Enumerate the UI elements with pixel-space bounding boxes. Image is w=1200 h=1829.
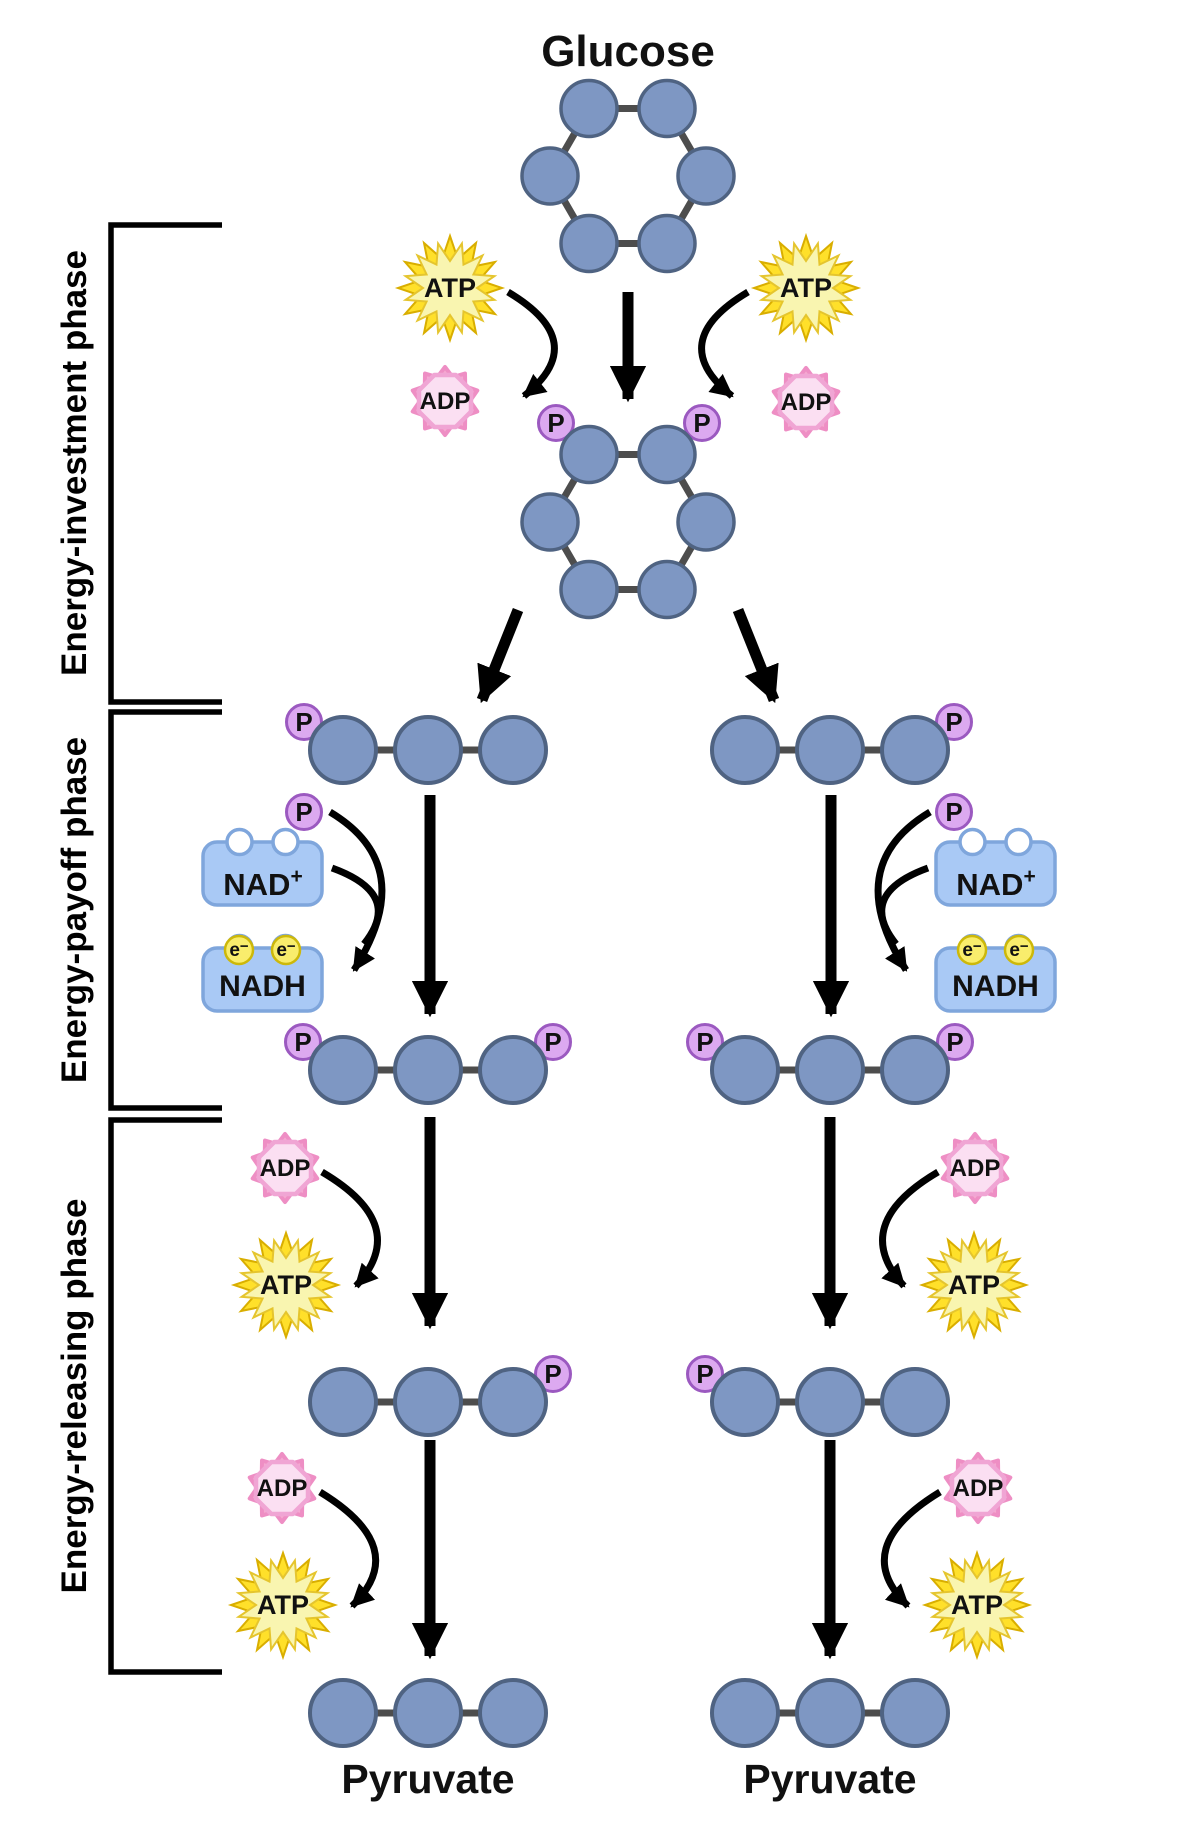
pyruvate-label: Pyruvate <box>341 1756 514 1802</box>
nad-to-nadh-arrow <box>330 864 382 947</box>
phosphate-label: P <box>696 1027 713 1057</box>
releasing-left: ADP ATP P ADP ATP Pyruvate <box>230 1117 572 1802</box>
phosphate-label: P <box>294 1027 311 1057</box>
adp-label: ADP <box>953 1475 1004 1502</box>
pyruvate-label: Pyruvate <box>743 1756 916 1802</box>
adp-to-atp-arrow <box>318 1489 380 1609</box>
atp-label: ATP <box>424 273 476 303</box>
adp-label: ADP <box>260 1155 311 1182</box>
atp-to-adp-arrow <box>506 288 558 399</box>
releasing-right: ADP ATP P ADP ATP Pyruvate <box>686 1117 1030 1802</box>
releasing-bracket <box>108 1117 222 1675</box>
adp-label: ADP <box>257 1475 308 1502</box>
phosphate-label: P <box>295 797 312 827</box>
nadh-label: NADH <box>952 970 1039 1003</box>
releasing-phase-label: Energy-releasing phase <box>55 1199 94 1594</box>
phosphoglycerate-molecule <box>310 1369 546 1435</box>
adp-to-atp-arrow <box>320 1168 381 1289</box>
phosphate-label: P <box>945 707 962 737</box>
payoff-bracket <box>108 709 222 1111</box>
payoff-phase-label: Energy-payoff phase <box>55 737 94 1083</box>
fructose-bisphosphate-ring <box>522 427 734 618</box>
phase-brackets: Energy-investment phase Energy-payoff ph… <box>55 222 222 1675</box>
glucose-ring <box>522 81 734 272</box>
investment-section: ATP ATP ADP ADP P P <box>397 235 859 704</box>
atp-to-adp-arrow <box>698 288 750 399</box>
split-arrow-left <box>476 607 524 704</box>
adp-label: ADP <box>420 388 471 415</box>
phosphate-label: P <box>544 1027 561 1057</box>
phosphate-to-nadh-arrow <box>328 808 386 972</box>
electron-label: e− <box>229 938 249 961</box>
adp-label: ADP <box>950 1155 1001 1182</box>
phosphate-label: P <box>295 707 312 737</box>
electron-label: e− <box>276 938 296 961</box>
atp-label: ATP <box>260 1270 312 1300</box>
glucose-section: Glucose <box>522 27 734 272</box>
nadh-label: NADH <box>219 970 306 1003</box>
bisphosphoglycerate-molecule <box>712 1037 948 1103</box>
payoff-right: P P NAD+ e− e− NADH P P <box>686 703 1057 1104</box>
phosphate-to-nadh-arrow <box>874 808 932 972</box>
phosphate-label: P <box>547 408 564 438</box>
atp-label: ATP <box>948 1270 1000 1300</box>
phosphate-label: P <box>696 1359 713 1389</box>
electron-label: e− <box>1009 938 1029 961</box>
pyruvate-molecule <box>712 1680 948 1746</box>
adp-label: ADP <box>781 389 832 416</box>
phosphate-label: P <box>693 408 710 438</box>
nad-label: NAD+ <box>223 865 302 902</box>
payoff-left: P P NAD+ e− e− NADH P P <box>201 703 572 1104</box>
atp-label: ATP <box>951 1590 1003 1620</box>
nad-to-nadh-arrow <box>878 864 930 947</box>
investment-bracket <box>108 222 222 705</box>
phosphate-label: P <box>945 797 962 827</box>
phosphate-label: P <box>946 1027 963 1057</box>
g3p-molecule <box>712 717 948 783</box>
phosphoglycerate-molecule <box>712 1369 948 1435</box>
adp-to-atp-arrow <box>880 1489 942 1609</box>
adp-to-atp-arrow <box>879 1168 940 1289</box>
glucose-label: Glucose <box>541 27 715 76</box>
investment-phase-label: Energy-investment phase <box>55 250 94 676</box>
bisphosphoglycerate-molecule <box>310 1037 546 1103</box>
phosphate-label: P <box>544 1359 561 1389</box>
atp-label: ATP <box>257 1590 309 1620</box>
nad-label: NAD+ <box>956 865 1035 902</box>
split-arrow-right <box>732 607 780 704</box>
g3p-molecule <box>310 717 546 783</box>
atp-label: ATP <box>780 273 832 303</box>
electron-label: e− <box>962 938 982 961</box>
pyruvate-molecule <box>310 1680 546 1746</box>
